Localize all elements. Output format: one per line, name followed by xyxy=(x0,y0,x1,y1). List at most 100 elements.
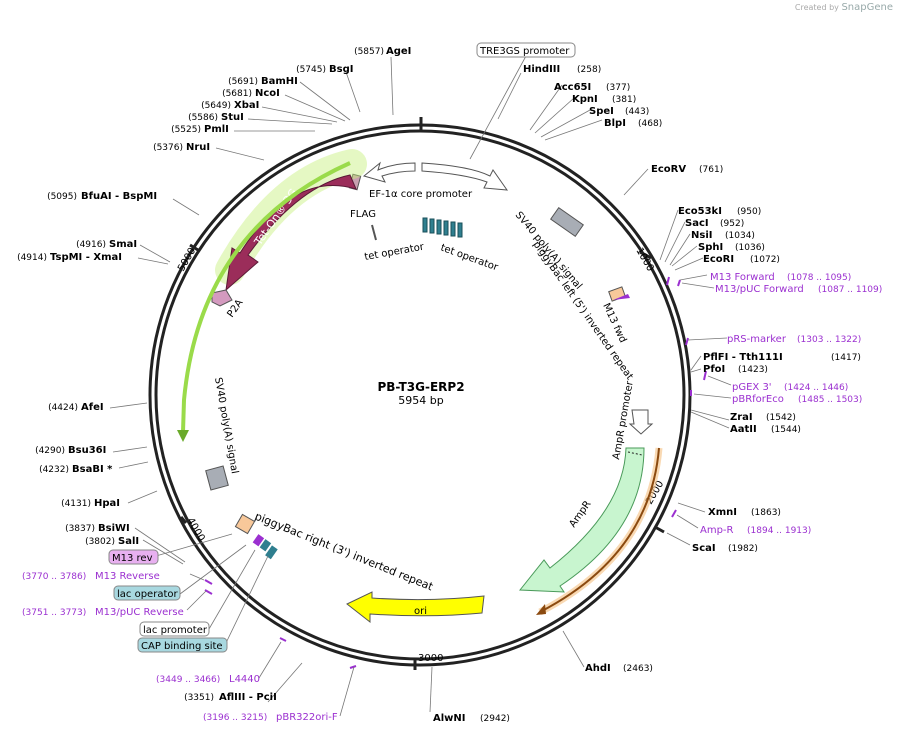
tre3gs-label: TRE3GS promoter xyxy=(479,46,570,57)
svg-text:(1072): (1072) xyxy=(750,255,780,265)
pbr-small-features xyxy=(252,534,278,560)
orange-band-head xyxy=(536,604,546,615)
site-bamhi: BamHI xyxy=(261,76,298,87)
lac-promoter-label: lac promoter xyxy=(143,625,208,636)
svg-text:(2942): (2942) xyxy=(480,714,510,724)
svg-text:(4914): (4914) xyxy=(17,253,47,263)
primer-prs-marker: pRS-marker xyxy=(727,334,787,345)
tick-label-3000: 3000 xyxy=(418,653,443,664)
ef1a-arrow-right xyxy=(421,162,509,191)
svg-text:(5691): (5691) xyxy=(228,77,258,87)
site-bsu36i: Bsu36I xyxy=(68,445,106,456)
primers: M13 Forward (1078 .. 1095) M13/pUC Forwar… xyxy=(22,272,882,723)
sites-right: AlwNI(2942) AhdI(2463) ScaI(1982) XmnI(1… xyxy=(433,64,861,724)
svg-text:(4232): (4232) xyxy=(39,465,69,475)
tet-operator-mark xyxy=(371,224,377,241)
site-ecori: EcoRI xyxy=(703,254,734,265)
svg-text:(5857): (5857) xyxy=(354,47,384,57)
teton-arrow xyxy=(225,174,357,292)
ori-arrow xyxy=(346,591,485,624)
primer-amp-r: Amp-R xyxy=(700,525,734,536)
p2a-box xyxy=(211,289,233,307)
primer-pgex3: pGEX 3' xyxy=(732,382,772,393)
site-tspmi: TspMI - XmaI xyxy=(50,252,122,263)
primer-l4440: L4440 xyxy=(229,674,260,685)
svg-text:(3751 .. 3773): (3751 .. 3773) xyxy=(22,608,86,618)
site-afei: AfeI xyxy=(81,402,104,413)
backbone-inner xyxy=(154,129,686,661)
tre3gs-box xyxy=(476,42,576,58)
site-smai: SmaI xyxy=(109,239,137,250)
site-agei: AgeI xyxy=(386,46,411,57)
svg-text:(1417): (1417) xyxy=(831,353,861,363)
primer-m13-reverse: M13 Reverse xyxy=(95,571,160,582)
svg-text:(3449 .. 3466): (3449 .. 3466) xyxy=(156,675,220,685)
site-nsii: NsiI xyxy=(691,230,712,241)
primer-pbr322ori-f: pBR322ori-F xyxy=(276,712,338,723)
svg-text:(1863): (1863) xyxy=(751,508,781,518)
cap-box xyxy=(137,637,228,653)
ef1a-arrow-left xyxy=(362,161,416,183)
ori-label: ori xyxy=(414,606,427,617)
svg-text:(377): (377) xyxy=(606,83,630,93)
site-hpai: HpaI xyxy=(94,498,120,509)
site-stui: StuI xyxy=(221,112,244,123)
svg-text:(3351): (3351) xyxy=(184,693,214,703)
m13rev-label: M13 rev xyxy=(112,553,153,564)
primer-m13puc-forward: M13/pUC Forward xyxy=(715,284,804,295)
site-xmni: XmnI xyxy=(708,507,737,518)
pbl-label: piggyBac left (5') inverted repeat xyxy=(531,239,635,382)
lac-operator-box xyxy=(113,585,181,601)
site-bsabi: BsaBI * xyxy=(72,464,113,475)
site-aatii: AatII xyxy=(730,424,757,435)
svg-text:(761): (761) xyxy=(699,165,723,175)
svg-text:(5095): (5095) xyxy=(47,192,77,202)
pbr-box xyxy=(234,513,256,535)
site-acc65i: Acc65I xyxy=(554,82,591,93)
svg-text:(3196 .. 3215): (3196 .. 3215) xyxy=(203,713,267,723)
site-ecorv: EcoRV xyxy=(651,164,686,175)
svg-text:(468): (468) xyxy=(638,119,662,129)
site-ahdi: AhdI xyxy=(585,663,611,674)
svg-text:(5525): (5525) xyxy=(171,125,201,135)
site-spei: SpeI xyxy=(589,106,614,117)
orange-band-line xyxy=(539,447,660,613)
sv40-label-left: SV40 poly(A) signal xyxy=(212,377,240,475)
site-pmli: PmlI xyxy=(204,124,229,135)
site-saci: SacI xyxy=(685,218,709,229)
site-sphi: SphI xyxy=(698,242,723,253)
svg-text:(1424 .. 1446): (1424 .. 1446) xyxy=(784,383,848,393)
site-afliii: AflIII - PciI xyxy=(219,692,277,703)
ampr-arrow xyxy=(518,447,645,593)
site-alwni: AlwNI xyxy=(433,713,466,724)
plasmid-length: 5954 bp xyxy=(398,394,443,407)
svg-text:(1542): (1542) xyxy=(766,413,796,423)
m13fwd-arrow xyxy=(613,294,630,300)
green-arc xyxy=(181,161,351,433)
svg-text:(1078 .. 1095): (1078 .. 1095) xyxy=(787,273,851,283)
snapgene-logo: SnapGene xyxy=(841,2,893,13)
svg-text:(950): (950) xyxy=(737,207,761,217)
pbr-label: piggyBac right (3') inverted repeat xyxy=(253,510,436,594)
svg-text:(258): (258) xyxy=(577,65,601,75)
m13rev-box xyxy=(108,549,159,565)
svg-text:(952): (952) xyxy=(720,219,744,229)
svg-text:(1485 .. 1503): (1485 .. 1503) xyxy=(798,395,862,405)
primer-m13-forward: M13 Forward xyxy=(710,272,775,283)
primer-pbrforeco: pBRforEco xyxy=(732,394,784,405)
site-pfoi: PfoI xyxy=(703,364,725,375)
svg-text:(3770 .. 3786): (3770 .. 3786) xyxy=(22,572,86,582)
svg-text:(381): (381) xyxy=(612,95,636,105)
leader-lines xyxy=(109,55,732,717)
lac-operator-label: lac operator xyxy=(117,589,178,600)
tick-marks xyxy=(179,117,665,670)
primer-m13puc-reverse: M13/pUC Reverse xyxy=(95,607,184,618)
site-zrai: ZraI xyxy=(730,412,753,423)
svg-text:(1544): (1544) xyxy=(771,425,801,435)
site-scai: ScaI xyxy=(692,543,716,554)
svg-text:(1303 .. 1322): (1303 .. 1322) xyxy=(797,335,861,345)
lac-promoter-box xyxy=(139,621,210,637)
svg-text:(2463): (2463) xyxy=(623,664,653,674)
site-sali: SalI xyxy=(118,536,139,547)
